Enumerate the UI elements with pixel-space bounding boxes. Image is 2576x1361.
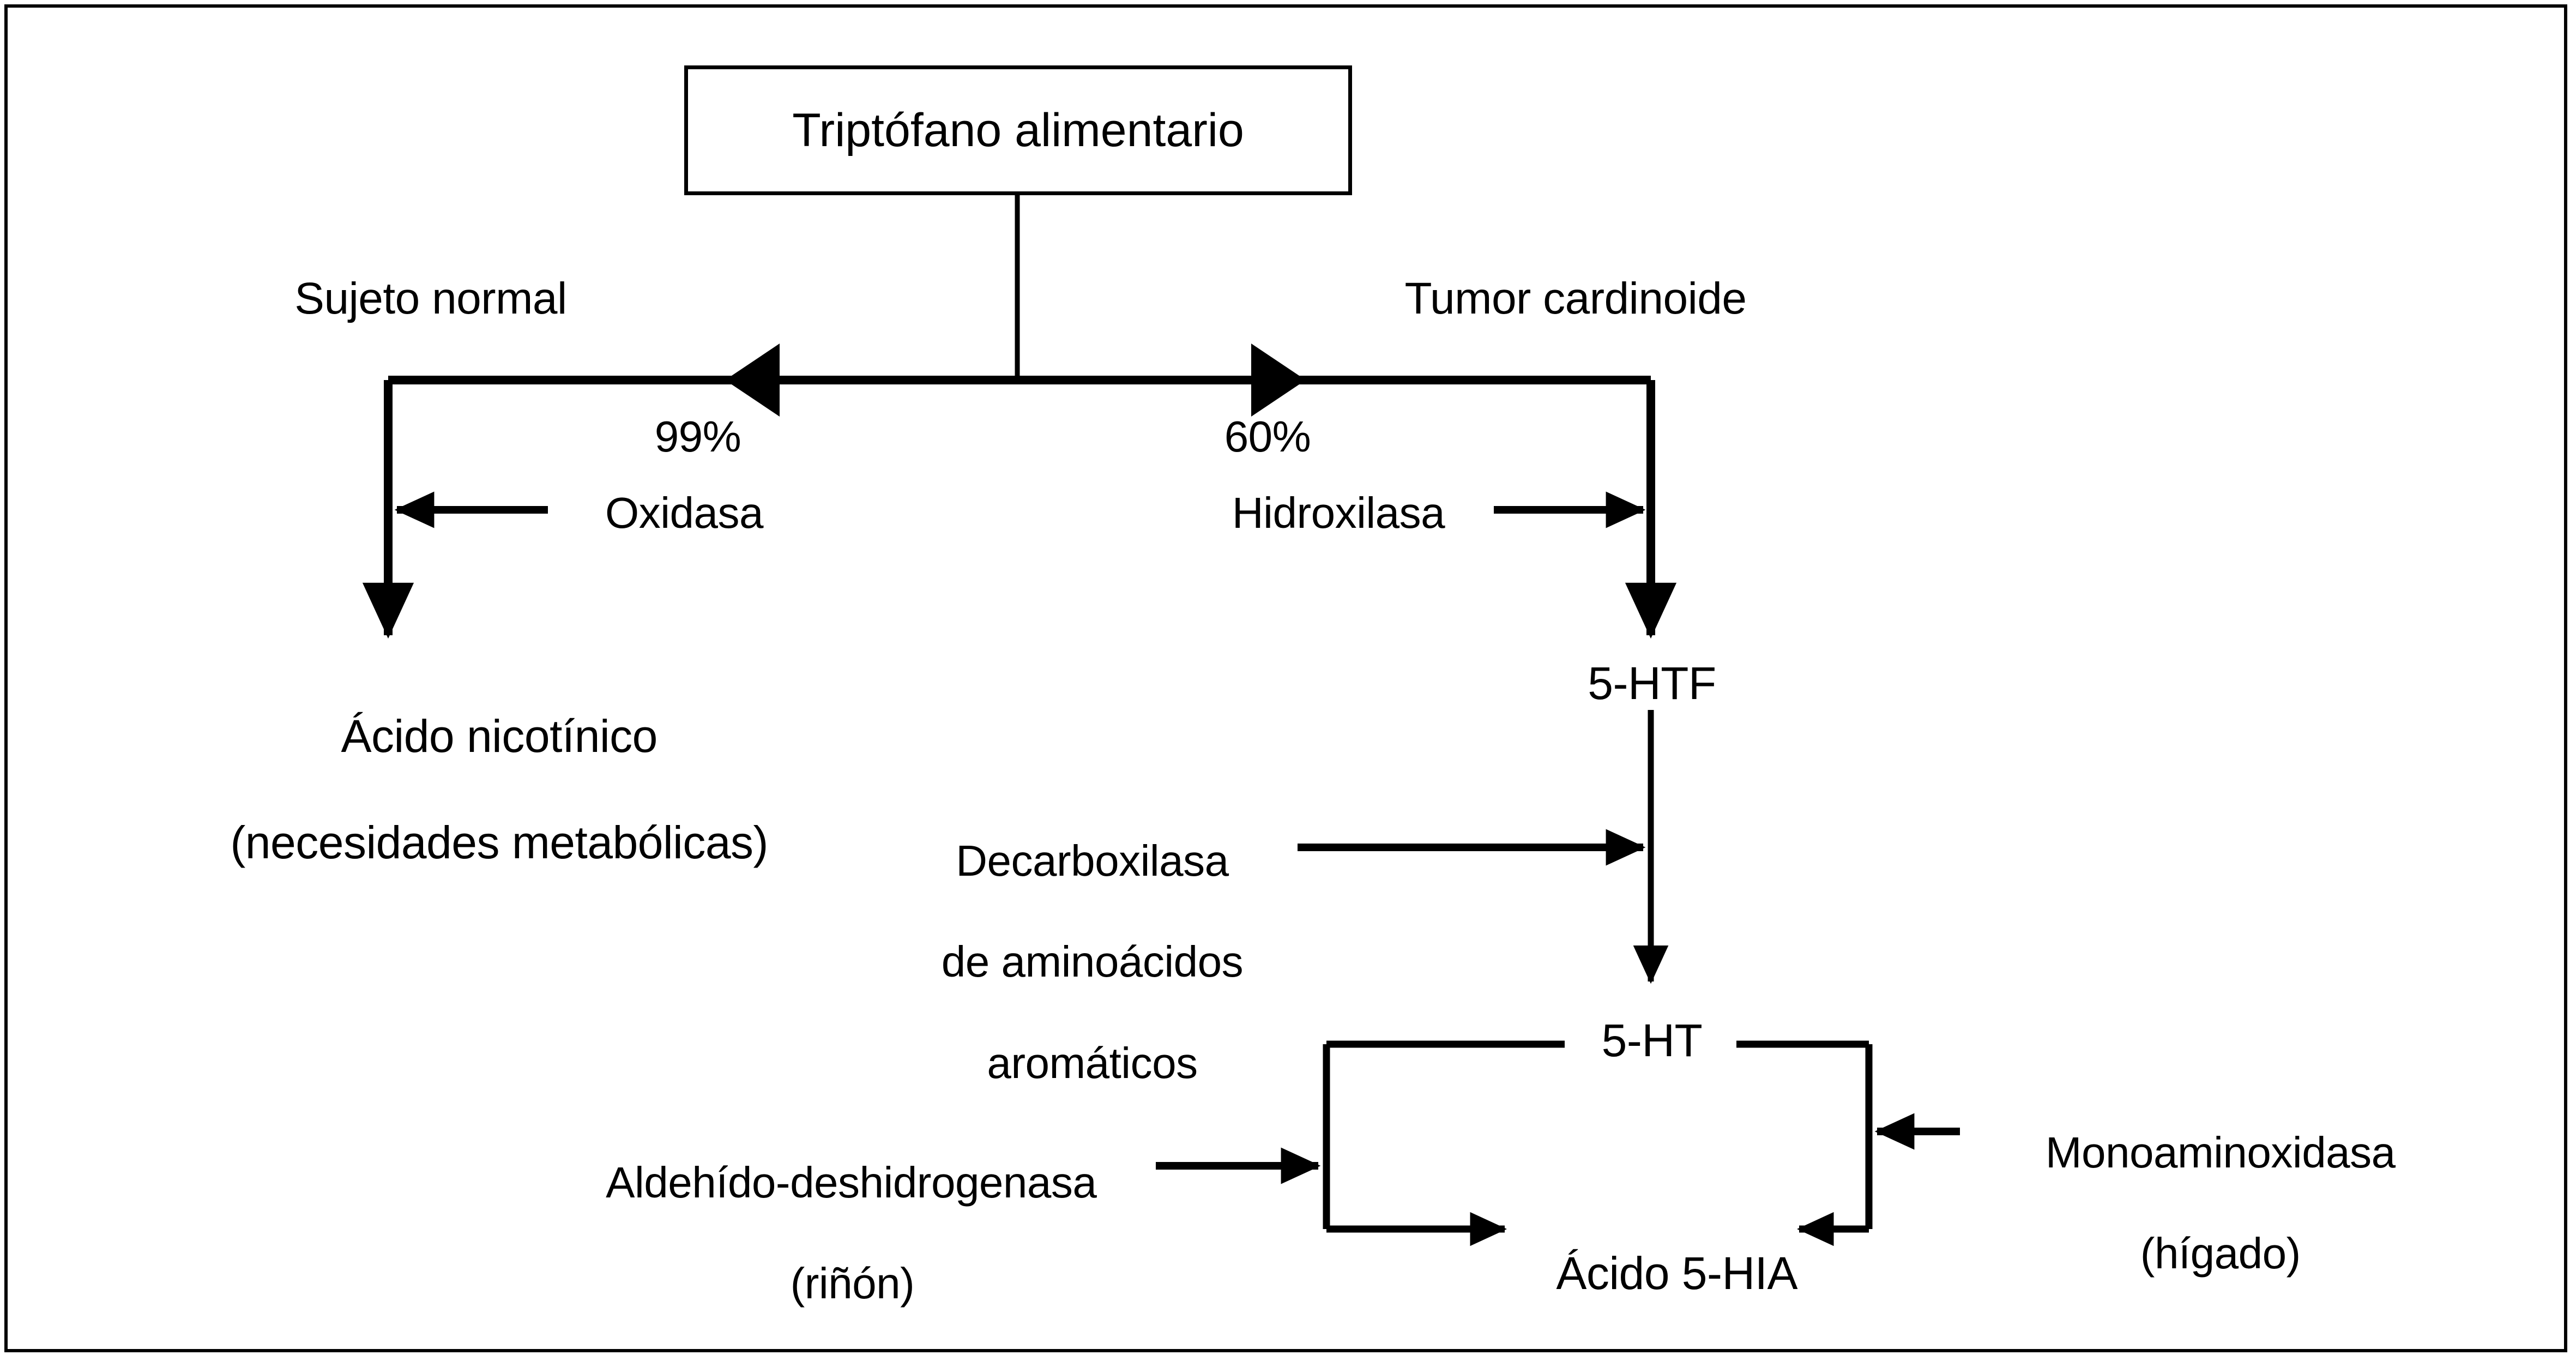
enzyme-oxidasa: Oxidasa bbox=[596, 488, 772, 539]
enzyme-aldehido-line1: Aldehído-deshidrogenasa bbox=[606, 1158, 1097, 1207]
arrowhead-split-right bbox=[1251, 344, 1306, 417]
node-acido-nicotinico-line2: (necesidades metabólicas) bbox=[230, 817, 769, 869]
node-source-label: Triptófano alimentario bbox=[792, 104, 1244, 156]
figure-frame bbox=[4, 4, 2567, 1352]
node-5-ht: 5-HT bbox=[1592, 1014, 1711, 1068]
node-source-box: Triptófano alimentario bbox=[684, 65, 1352, 195]
enzyme-monoaminoxidasa-line2: (hígado) bbox=[2140, 1229, 2301, 1278]
node-5-htf: 5-HTF bbox=[1579, 657, 1725, 710]
percent-right: 60% bbox=[1224, 412, 1311, 461]
enzyme-decarboxilasa-line2: de aminoácidos bbox=[941, 937, 1244, 986]
branch-label-right: Tumor cardinoide bbox=[1404, 274, 1747, 323]
enzyme-decarboxilasa-line3: aromáticos bbox=[987, 1038, 1198, 1087]
branch-label-left: Sujeto normal bbox=[294, 274, 567, 323]
enzyme-decarboxilasa: Decarboxilasa de aminoácidos aromáticos bbox=[894, 785, 1244, 1140]
enzyme-decarboxilasa-line1: Decarboxilasa bbox=[956, 836, 1229, 885]
enzyme-monoaminoxidasa-line1: Monoaminoxidasa bbox=[2045, 1128, 2396, 1177]
enzyme-aldehido-line2: (riñón) bbox=[790, 1259, 915, 1308]
node-acido-nicotinico-line1: Ácido nicotínico bbox=[341, 710, 658, 762]
arrowhead-split-left bbox=[725, 344, 780, 417]
enzyme-aldehido-deshidrogenasa: Aldehído-deshidrogenasa (riñón) bbox=[561, 1107, 1097, 1360]
node-acido-5-hia: Ácido 5-HIA (orina) bbox=[1498, 1194, 1807, 1361]
enzyme-hidroxilasa: Hidroxilasa bbox=[1223, 488, 1454, 539]
node-acido-5-hia-line2: (orina) bbox=[1612, 1354, 1742, 1361]
node-acido-nicotinico: Ácido nicotínico (necesidades metabólica… bbox=[180, 657, 768, 923]
percent-left: 99% bbox=[654, 412, 741, 461]
enzyme-monoaminoxidasa: Monoaminoxidasa (hígado) bbox=[1998, 1077, 2396, 1330]
node-acido-5-hia-line1: Ácido 5-HIA bbox=[1547, 1248, 1807, 1299]
